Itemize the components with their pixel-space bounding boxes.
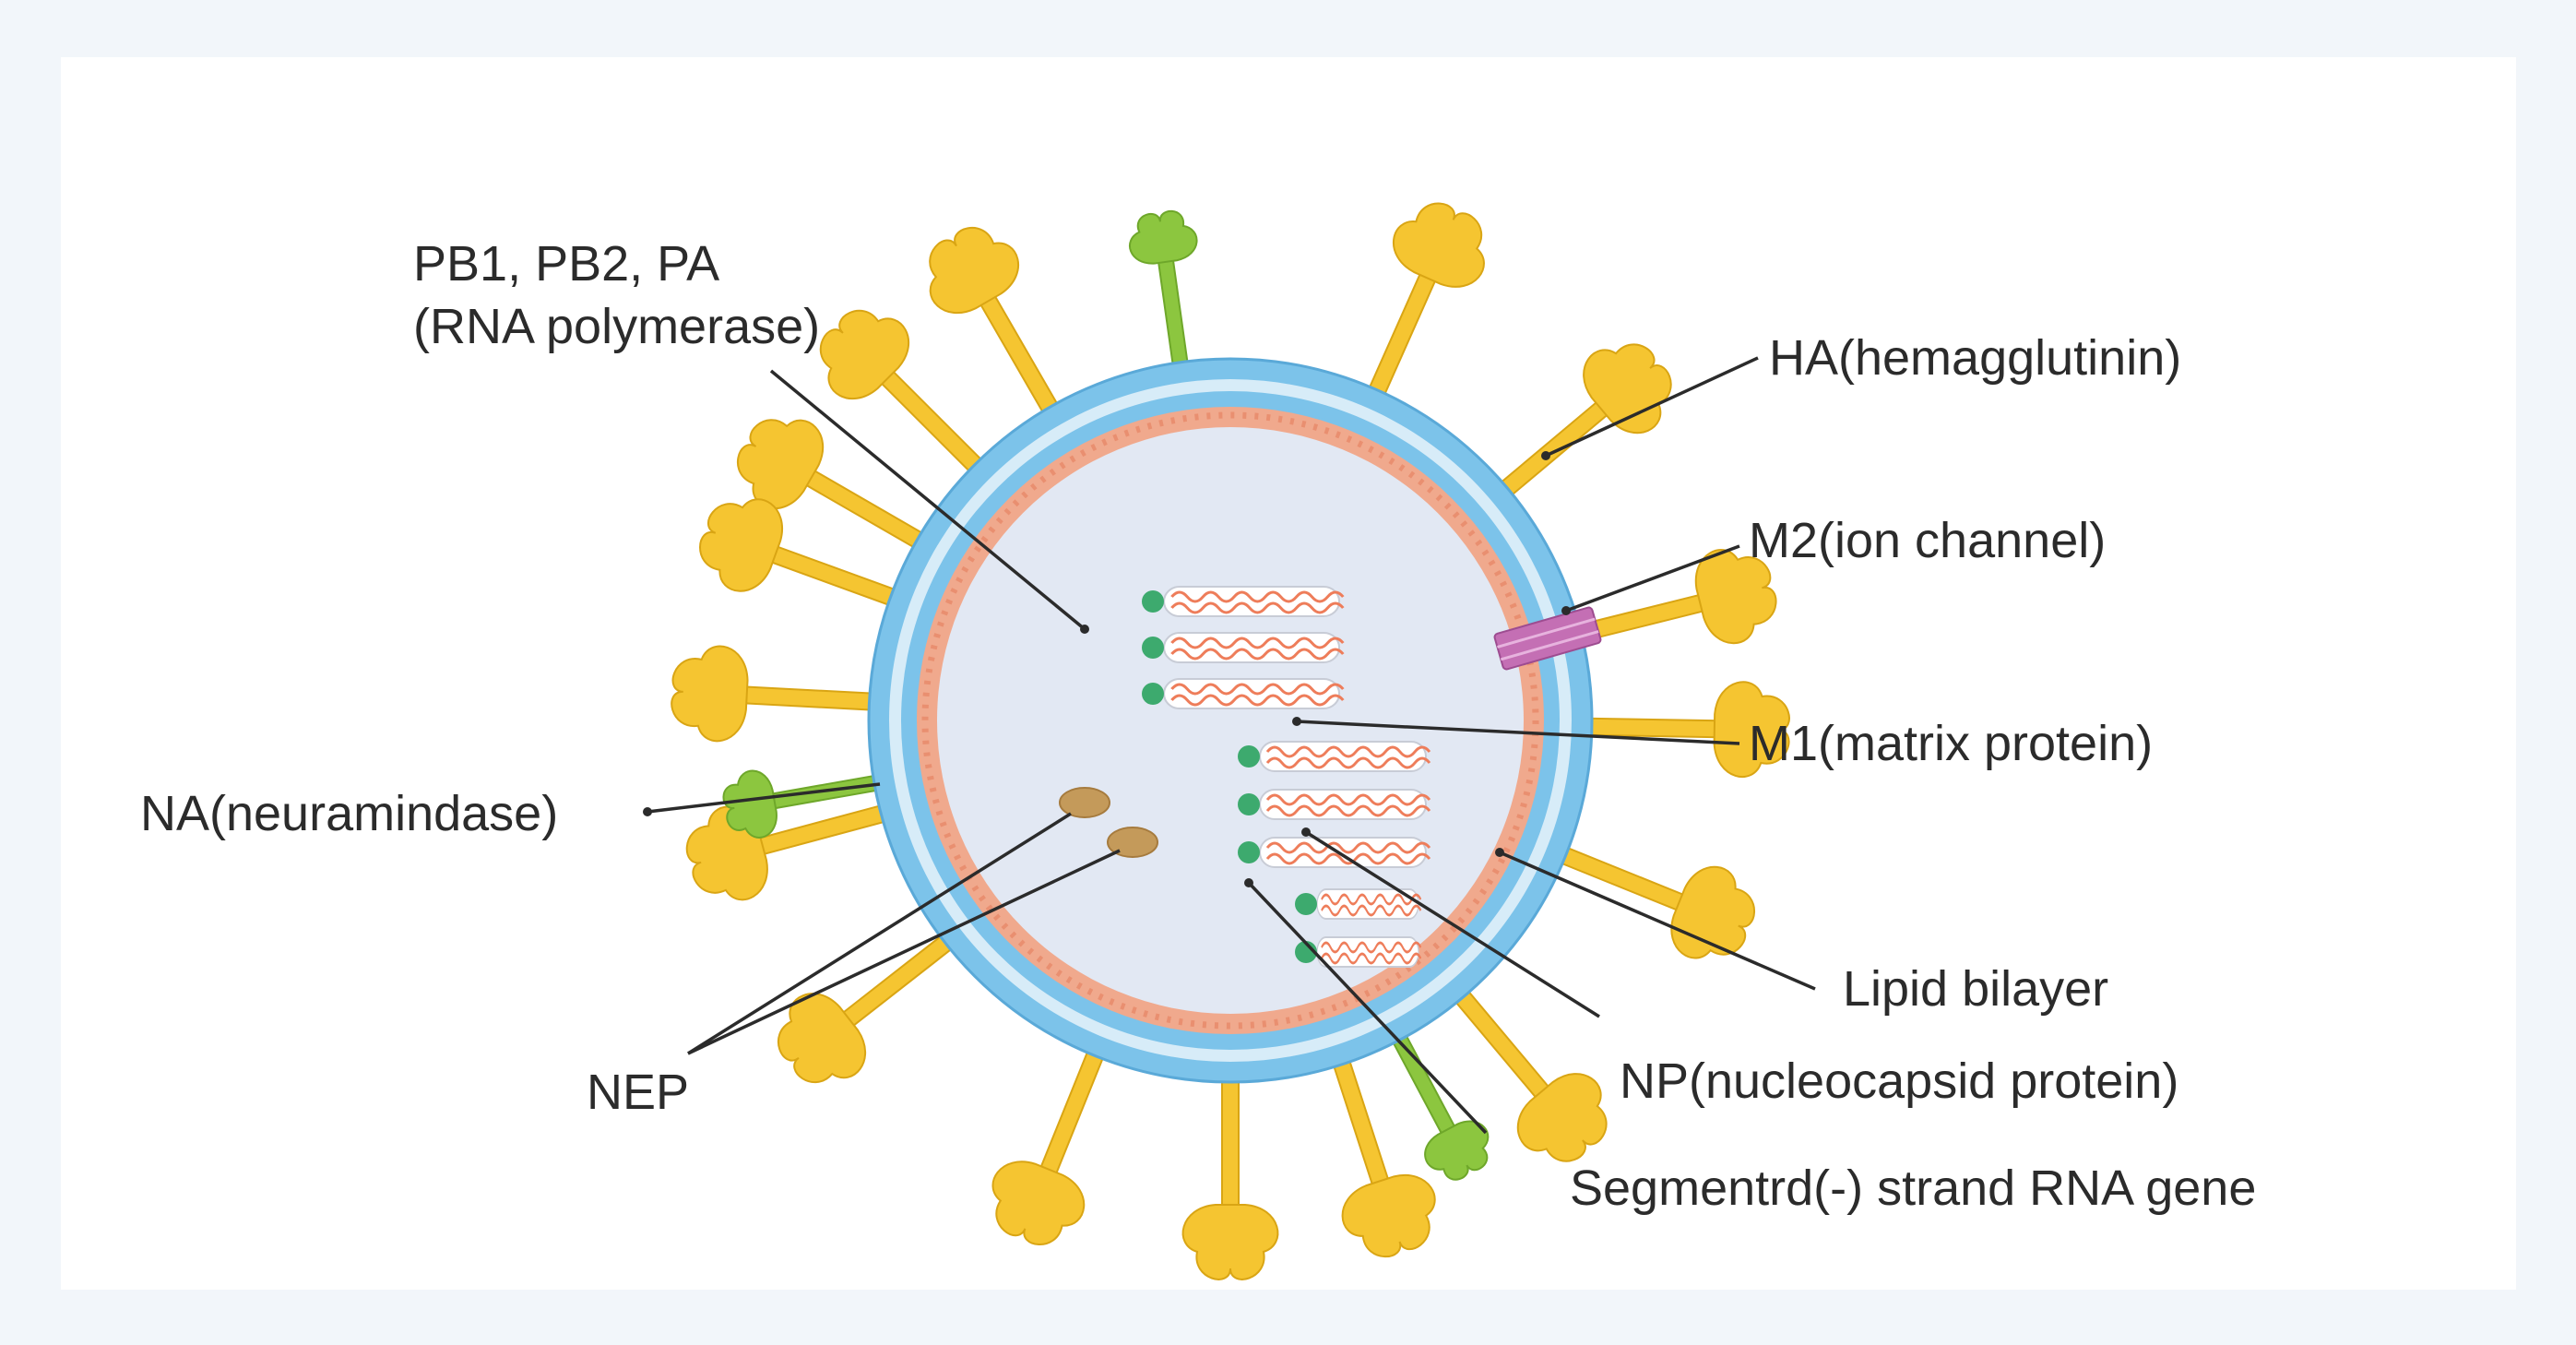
label-rna: Segmentrd(-) strand RNA gene (1570, 1161, 2256, 1216)
leader-np (1305, 830, 1600, 1018)
label-nep: NEP (587, 1065, 689, 1120)
leader-dot (1301, 827, 1311, 837)
leader-dot (1244, 878, 1253, 887)
rnp-segment (1142, 585, 1345, 618)
leader-m2 (1565, 544, 1740, 613)
influenza-virus-diagram: PB1, PB2, PA (RNA polymerase) HA(hemaggl… (140, 189, 2256, 1280)
leader-m1 (1296, 720, 1740, 745)
polymerase-dot (1142, 637, 1164, 659)
diagram-panel: PB1, PB2, PA (RNA polymerase) HA(hemaggl… (61, 57, 2516, 1290)
leader-dot (1495, 848, 1504, 857)
rnp-segment (1238, 740, 1431, 773)
label-m2: M2(ion channel) (1749, 513, 2106, 568)
leader-na (647, 782, 881, 814)
rnp-segment (1238, 836, 1431, 869)
nep-protein (1107, 827, 1158, 858)
rnp-segments (1142, 585, 1431, 969)
polymerase-dot (1238, 745, 1260, 768)
label-lipid: Lipid bilayer (1843, 961, 2108, 1017)
rna-strand (1162, 631, 1345, 664)
rnp-segment (1295, 887, 1422, 921)
leader-dot (1561, 606, 1571, 615)
leader-nep (687, 849, 1121, 1055)
leader-dot (643, 807, 652, 816)
rna-strand (1258, 836, 1431, 869)
m2-ion-channel (1493, 606, 1602, 671)
rnp-segment (1295, 935, 1422, 969)
leader-nep (687, 812, 1072, 1055)
rna-strand (1162, 585, 1345, 618)
rnp-segment (1238, 788, 1431, 821)
leader-rna (1247, 881, 1488, 1135)
leader-polymerase (769, 369, 1086, 631)
ha-spike (1181, 1070, 1279, 1280)
polymerase-dot (1295, 941, 1317, 963)
label-polymerase-line2: (RNA polymerase) (413, 299, 820, 354)
label-np: NP(nucleocapsid protein) (1620, 1053, 2178, 1109)
rnp-segment (1142, 677, 1345, 710)
na-spike (1124, 207, 1217, 379)
leader-dot (1292, 717, 1301, 726)
nep-protein (1059, 787, 1110, 818)
m1-matrix-beads (921, 411, 1539, 1030)
rna-strand (1162, 677, 1345, 710)
rna-strand (1258, 788, 1431, 821)
virus-core (937, 427, 1524, 1014)
leader-dot (1080, 625, 1089, 634)
rna-strand (1315, 935, 1422, 969)
polymerase-dot (1142, 590, 1164, 613)
leader-lipid (1499, 851, 1816, 991)
ha-spike (669, 642, 884, 751)
leader-ha (1545, 356, 1759, 458)
leader-lines (643, 356, 1816, 1135)
label-na: NA(neuramindase) (140, 786, 558, 841)
label-polymerase-line1: PB1, PB2, PA (413, 236, 719, 292)
leader-dot (1541, 451, 1550, 460)
label-m1: M1(matrix protein) (1749, 716, 2153, 771)
polymerase-dot (1295, 893, 1317, 915)
polymerase-dot (1142, 683, 1164, 705)
label-ha: HA(hemagglutinin) (1769, 330, 2181, 386)
polymerase-dot (1238, 841, 1260, 863)
rnp-segment (1142, 631, 1345, 664)
rna-strand (1258, 740, 1431, 773)
polymerase-dot (1238, 793, 1260, 815)
